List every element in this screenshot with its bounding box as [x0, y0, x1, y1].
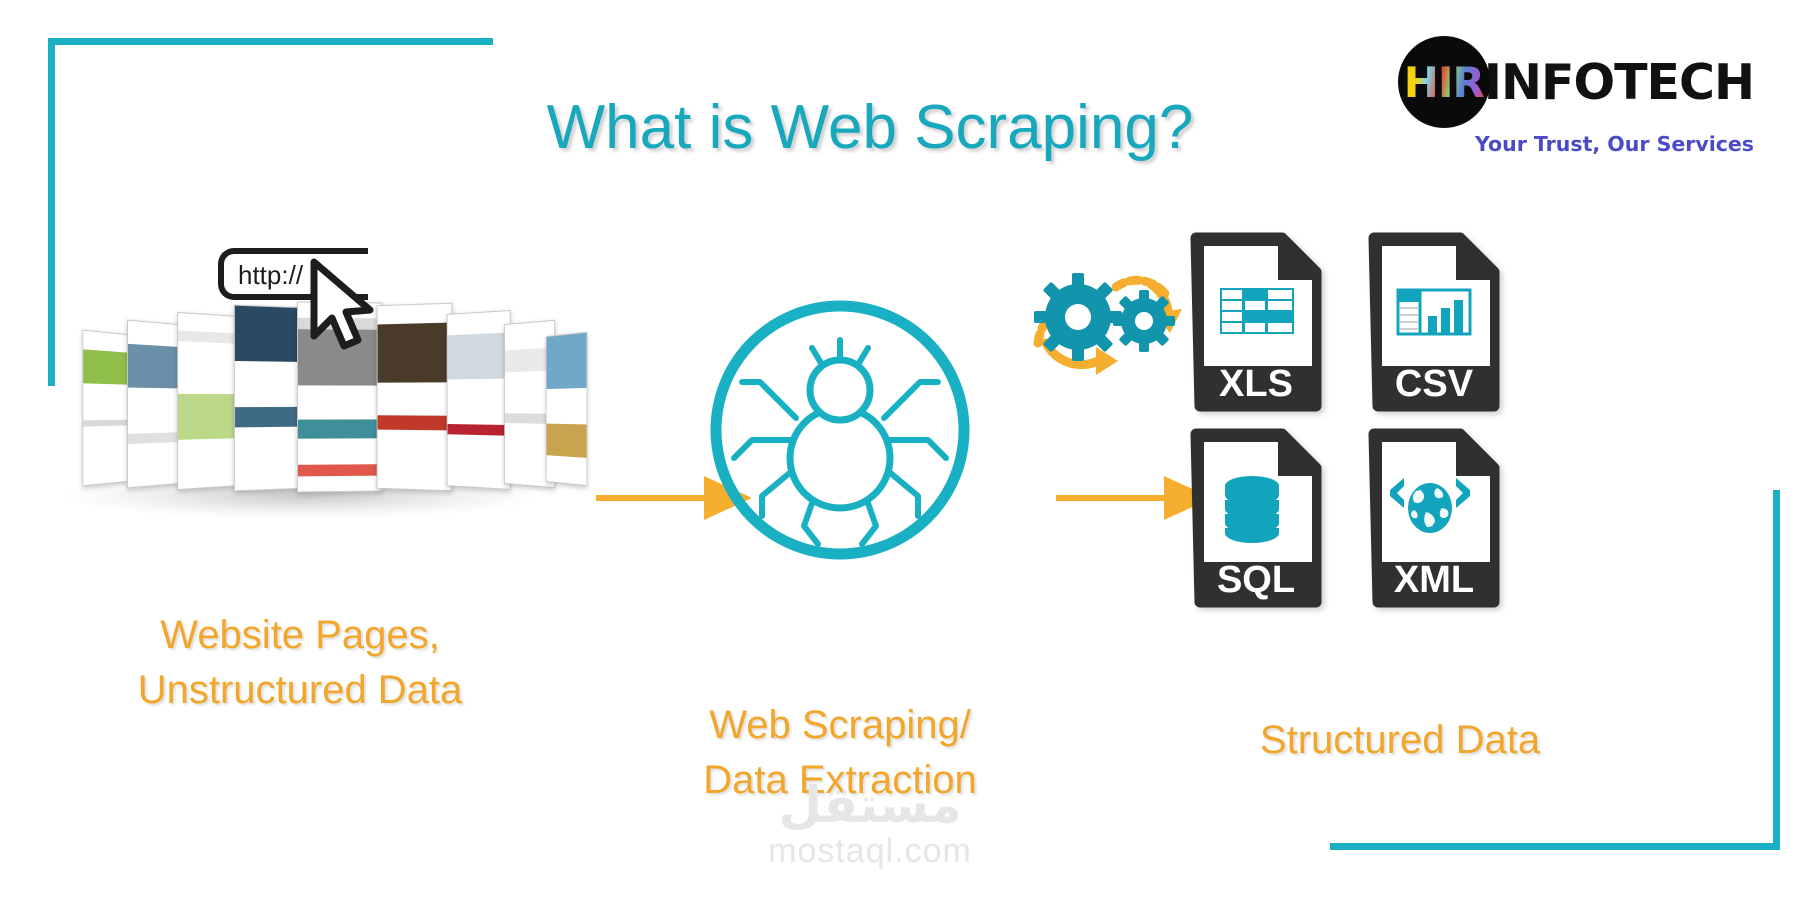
- website-page-thumb: [376, 302, 453, 492]
- caption-process-line1: Web Scraping/: [709, 703, 971, 747]
- caption-output: Structured Data: [1259, 718, 1541, 762]
- caption-process-line2: Data Extraction: [703, 758, 977, 803]
- logo-wordmark: INFOTECH: [1483, 53, 1755, 111]
- website-page-thumb: [233, 304, 306, 492]
- logo-mark-text: HIR: [1403, 57, 1485, 107]
- file-label-xml: XML: [1394, 559, 1474, 601]
- address-bar-text: http://: [238, 260, 304, 290]
- hir-circle-icon: HIR: [1397, 36, 1490, 128]
- file-icon-csv: CSV: [1368, 232, 1500, 412]
- output-file-formats: XLS: [1190, 232, 1520, 617]
- mouse-cursor-icon: [306, 258, 376, 359]
- gears-cycle-icon: [1020, 255, 1210, 375]
- file-label-xls: XLS: [1219, 363, 1293, 405]
- logo-tagline: Your Trust, Our Services: [1475, 132, 1754, 156]
- spreadsheet-grid-icon: [1220, 288, 1294, 334]
- arrow-input-to-process: [596, 468, 756, 533]
- watermark-arabic: مستقل: [778, 776, 962, 834]
- watermark-latin: mostaql.com: [768, 832, 972, 870]
- file-label-sql: SQL: [1217, 559, 1295, 601]
- file-icon-sql: SQL: [1190, 428, 1322, 608]
- website-page-thumb: [82, 329, 129, 487]
- bar-chart-table-icon: [1396, 288, 1472, 336]
- file-label-csv: CSV: [1395, 363, 1474, 405]
- website-pages-stack: [67, 300, 588, 520]
- caption-process: Web Scraping/ Data Extraction: [610, 698, 1070, 808]
- bracket-vertical-rule: [48, 38, 55, 386]
- database-cylinder-icon: [1225, 476, 1279, 543]
- arrow-process-to-output: [1056, 468, 1216, 533]
- website-page-thumb: [446, 310, 511, 490]
- bracket-horizontal-rule: [1330, 843, 1780, 850]
- page-title: What is Web Scraping?: [0, 92, 1800, 163]
- address-bar: http://: [218, 248, 368, 300]
- corner-bracket-bottom-right: [1330, 490, 1780, 850]
- caption-input-line1: Website Pages,: [160, 613, 440, 657]
- bracket-horizontal-rule: [48, 38, 493, 45]
- corner-bracket-top-left: [48, 38, 493, 386]
- website-page-thumb: [127, 319, 182, 489]
- caption-input: Website Pages, Unstructured Data: [20, 608, 580, 718]
- globe-angle-brackets-icon: [1390, 478, 1470, 533]
- website-page-thumb: [177, 311, 240, 491]
- website-page-thumb: [545, 331, 588, 487]
- brand-logo: HIR INFOTECH Your Trust, Our Services: [1274, 36, 1755, 166]
- file-icon-xls: XLS: [1190, 232, 1322, 412]
- file-icon-xml: XML: [1368, 428, 1500, 608]
- logo-lockup: HIR INFOTECH: [1274, 36, 1755, 128]
- caption-input-line2: Unstructured Data: [137, 668, 463, 713]
- watermark: مستقل mostaql.com: [660, 780, 1080, 871]
- bracket-vertical-rule: [1773, 490, 1780, 850]
- web-crawler-spider-icon: [700, 290, 980, 570]
- page-title-text: What is Web Scraping?: [546, 93, 1194, 162]
